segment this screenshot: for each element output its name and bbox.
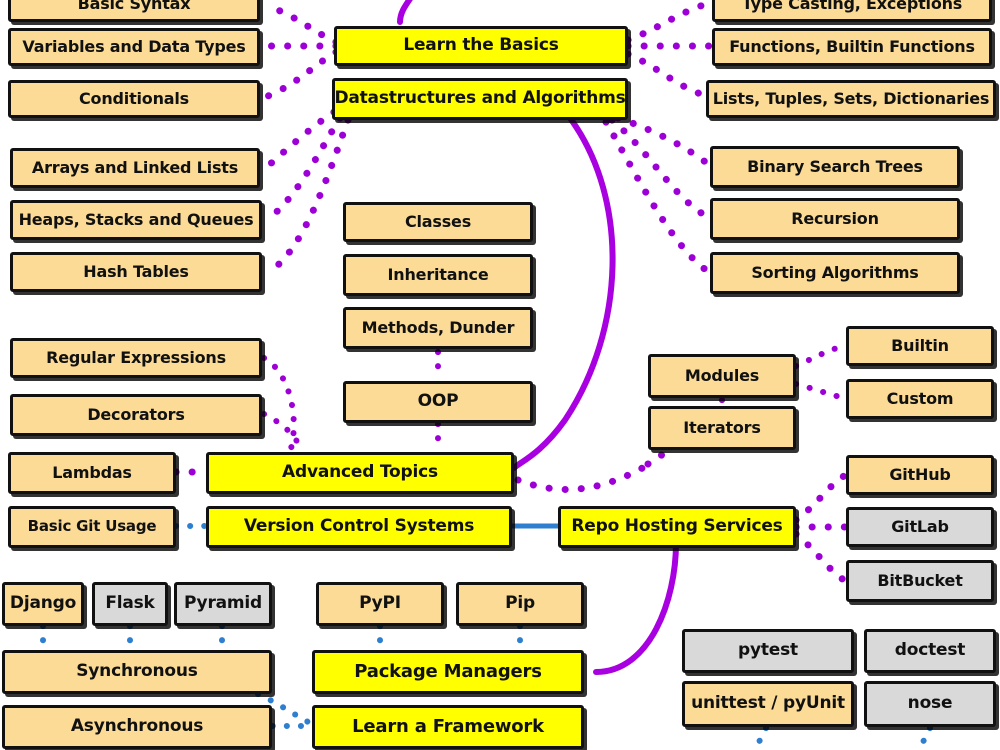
node-bitbucket[interactable]: BitBucket xyxy=(846,560,994,602)
node-label: Arrays and Linked Lists xyxy=(31,157,239,177)
node-binary-search-trees[interactable]: Binary Search Trees xyxy=(710,146,960,188)
node-custom[interactable]: Custom xyxy=(846,379,994,419)
node-basic-git-usage[interactable]: Basic Git Usage xyxy=(8,506,176,548)
node-label: Lists, Tuples, Sets, Dictionaries xyxy=(712,88,990,108)
node-label: Version Control Systems xyxy=(243,516,475,537)
node-conditionals[interactable]: Conditionals xyxy=(8,80,260,118)
node-decorators[interactable]: Decorators xyxy=(10,394,262,436)
node-classes[interactable]: Classes xyxy=(343,202,533,242)
node-label: GitLab xyxy=(891,516,949,536)
node-label: Classes xyxy=(404,211,472,231)
node-django[interactable]: Django xyxy=(2,582,84,626)
node-gitlab[interactable]: GitLab xyxy=(846,507,994,547)
node-label: Advanced Topics xyxy=(282,462,438,483)
node-learn-the-basics[interactable]: Learn the Basics xyxy=(334,26,628,66)
node-functions-builtin-functions[interactable]: Functions, Builtin Functions xyxy=(712,28,992,66)
node-label: nose xyxy=(907,693,953,714)
node-nose[interactable]: nose xyxy=(864,681,996,727)
node-oop[interactable]: OOP xyxy=(343,381,533,423)
node-label: pytest xyxy=(738,640,798,661)
node-builtin[interactable]: Builtin xyxy=(846,326,994,366)
node-label: Methods, Dunder xyxy=(361,317,515,337)
node-doctest[interactable]: doctest xyxy=(864,629,996,673)
node-label: Hash Tables xyxy=(83,261,189,281)
node-label: Builtin xyxy=(891,335,949,355)
node-label: Regular Expressions xyxy=(46,347,226,367)
node-label: Synchronous xyxy=(76,661,198,682)
node-hash-tables[interactable]: Hash Tables xyxy=(10,252,262,292)
node-label: OOP xyxy=(417,391,459,412)
node-recursion[interactable]: Recursion xyxy=(710,198,960,240)
node-label: Pip xyxy=(505,593,535,614)
node-label: GitHub xyxy=(889,464,951,484)
node-label: Learn the Basics xyxy=(403,35,559,56)
node-label: Lambdas xyxy=(52,462,132,482)
node-inheritance[interactable]: Inheritance xyxy=(343,254,533,296)
node-label: Variables and Data Types xyxy=(22,36,246,56)
node-advanced-topics[interactable]: Advanced Topics xyxy=(206,452,514,494)
node-label: Pyramid xyxy=(183,593,263,614)
node-modules[interactable]: Modules xyxy=(648,354,796,398)
node-label: Modules xyxy=(684,365,760,385)
node-github[interactable]: GitHub xyxy=(846,455,994,495)
node-lists-tuples-sets-dictionaries[interactable]: Lists, Tuples, Sets, Dictionaries xyxy=(706,80,996,118)
node-label: Flask xyxy=(105,593,155,614)
node-label: Type Casting, Exceptions xyxy=(741,0,963,13)
node-pip[interactable]: Pip xyxy=(456,582,584,626)
node-heaps-stacks-and-queues[interactable]: Heaps, Stacks and Queues xyxy=(10,200,262,240)
node-flask[interactable]: Flask xyxy=(92,582,168,626)
node-basic-syntax[interactable]: Basic Syntax xyxy=(8,0,260,22)
node-label: BitBucket xyxy=(877,570,963,590)
node-label: unittest / pyUnit xyxy=(691,693,845,714)
node-label: Custom xyxy=(886,388,954,408)
node-asynchronous[interactable]: Asynchronous xyxy=(2,705,272,749)
node-label: Learn a Framework xyxy=(352,715,544,737)
spine-top xyxy=(397,0,413,25)
node-label: Asynchronous xyxy=(70,716,204,737)
node-learn-a-framework[interactable]: Learn a Framework xyxy=(312,705,584,749)
node-label: Package Managers xyxy=(354,660,542,682)
node-label: Decorators xyxy=(87,404,185,424)
node-label: Datastructures and Algorithms xyxy=(334,88,626,109)
node-label: Heaps, Stacks and Queues xyxy=(18,209,254,229)
node-label: Recursion xyxy=(791,208,879,228)
node-sorting-algorithms[interactable]: Sorting Algorithms xyxy=(710,252,960,294)
node-datastructures-and-algorithms[interactable]: Datastructures and Algorithms xyxy=(332,78,628,120)
node-unittest-pyunit[interactable]: unittest / pyUnit xyxy=(682,681,854,727)
node-lambdas[interactable]: Lambdas xyxy=(8,452,176,494)
node-label: Functions, Builtin Functions xyxy=(729,36,975,56)
node-synchronous[interactable]: Synchronous xyxy=(2,650,272,694)
node-methods-dunder[interactable]: Methods, Dunder xyxy=(343,307,533,349)
node-pytest[interactable]: pytest xyxy=(682,629,854,673)
node-label: Binary Search Trees xyxy=(747,156,923,176)
node-arrays-and-linked-lists[interactable]: Arrays and Linked Lists xyxy=(10,148,260,188)
node-variables-and-data-types[interactable]: Variables and Data Types xyxy=(8,28,260,66)
node-label: Sorting Algorithms xyxy=(751,262,919,282)
node-label: doctest xyxy=(894,640,966,661)
node-label: Repo Hosting Services xyxy=(571,516,783,537)
node-label: Basic Syntax xyxy=(77,0,191,13)
node-regular-expressions[interactable]: Regular Expressions xyxy=(10,338,262,378)
spine-repo-to-package xyxy=(593,540,679,675)
node-type-casting-exceptions[interactable]: Type Casting, Exceptions xyxy=(712,0,992,22)
node-label: PyPI xyxy=(359,593,401,614)
node-repo-hosting-services[interactable]: Repo Hosting Services xyxy=(558,506,796,548)
node-label: Iterators xyxy=(683,417,761,437)
node-package-managers[interactable]: Package Managers xyxy=(312,650,584,694)
node-label: Inheritance xyxy=(387,264,489,284)
node-iterators[interactable]: Iterators xyxy=(648,406,796,450)
node-label: Conditionals xyxy=(79,88,189,108)
node-pypi[interactable]: PyPI xyxy=(316,582,444,626)
node-label: Django xyxy=(9,593,77,614)
node-label: Basic Git Usage xyxy=(27,517,157,536)
node-version-control-systems[interactable]: Version Control Systems xyxy=(206,506,512,548)
node-pyramid[interactable]: Pyramid xyxy=(174,582,272,626)
